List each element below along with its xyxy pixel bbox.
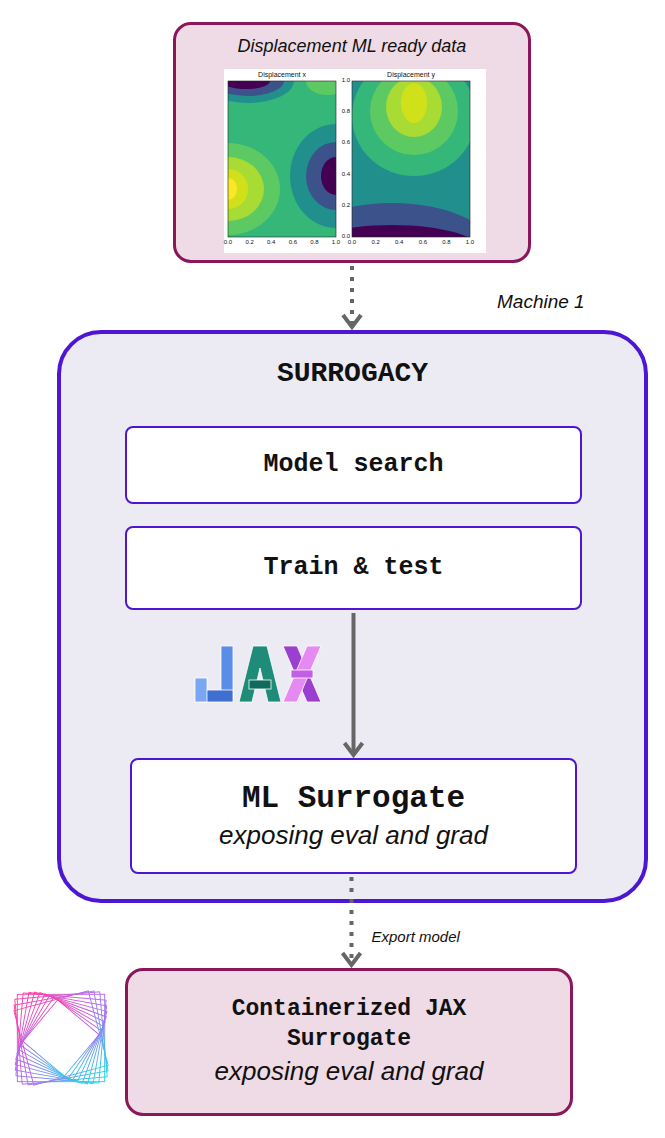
process-box: Model search: [125, 426, 582, 504]
displacement-plots: Displacement x Displacement y 0.0 0.2 0.4 0.6…: [224, 69, 486, 253]
tick-label: 0.8: [342, 108, 350, 114]
tick-label: 0.8: [310, 239, 318, 245]
connector-line: [350, 266, 354, 325]
group-title: SURROGACY: [61, 356, 644, 392]
data-box: Displacement ML ready data: [173, 22, 531, 263]
process-box: Train & test: [125, 526, 582, 610]
arrow-head: [343, 315, 361, 327]
dotted-arrow: [343, 266, 361, 327]
tick-label: 0.4: [342, 171, 350, 177]
tick-label: 0.6: [419, 239, 427, 245]
tick-label: 0.2: [371, 239, 379, 245]
edge-label: Export model: [370, 928, 462, 945]
tick-label: 0.4: [395, 239, 403, 245]
tick-label: 0.2: [245, 239, 253, 245]
arrow-head: [343, 953, 361, 965]
machine-box: SURROGACY Model searchTrain & test ML Surr…: [57, 330, 648, 903]
box-subtitle: exposing eval and grad: [215, 1055, 484, 1089]
tick-label: 1.0: [342, 77, 350, 83]
arrow-head: [345, 743, 363, 755]
tick-label: 0.4: [267, 239, 275, 245]
box-label: ML Surrogate: [242, 779, 465, 819]
contour-plots: [224, 69, 486, 253]
container-box: Containerized JAX Surrogateexposing eval…: [125, 968, 573, 1116]
tick-label: 0.8: [442, 239, 450, 245]
tick-label: 0.0: [348, 239, 356, 245]
tick-label: 0.6: [289, 239, 297, 245]
box-label: Train & test: [263, 552, 443, 585]
dotted-arrow: [343, 877, 361, 965]
plot-title: Displacement y: [387, 71, 435, 78]
box-label: Containerized JAX Surrogate: [199, 995, 499, 1055]
machine-label: Machine 1: [497, 291, 585, 313]
tick-label: 0.0: [342, 233, 350, 239]
tesseract-logo: [9, 986, 113, 1090]
box-subtitle: exposing eval and grad: [219, 819, 488, 853]
jax-logo: [191, 640, 326, 720]
tick-label: 1.0: [332, 239, 340, 245]
tick-label: 0.2: [342, 202, 350, 208]
tick-label: 1.0: [466, 239, 474, 245]
solid-arrow: [345, 613, 363, 755]
box-title: Displacement ML ready data: [176, 35, 528, 58]
box-label: Model search: [263, 449, 443, 482]
tick-label: 0.0: [224, 239, 232, 245]
surrogate-box: ML Surrogateexposing eval and grad: [130, 758, 577, 874]
plot-title: Displacement x: [258, 71, 306, 78]
connector-line: [350, 877, 354, 963]
connector-line: [352, 613, 356, 753]
tick-label: 0.6: [342, 139, 350, 145]
